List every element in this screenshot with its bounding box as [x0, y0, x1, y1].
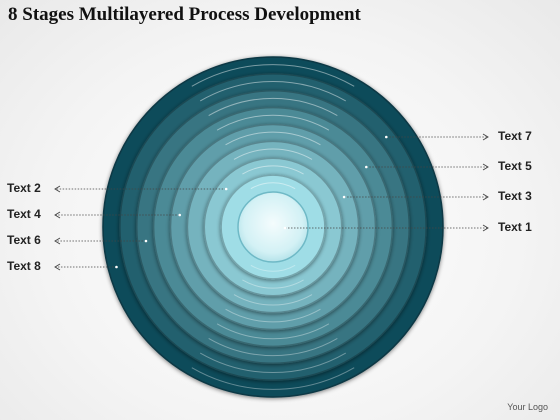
- ring-7-shine-bottom: [199, 352, 347, 374]
- arrowhead-stage-3: [482, 193, 489, 201]
- ring-3-shine-bottom: [233, 294, 313, 306]
- anchor-dot-stage-4: [178, 213, 182, 217]
- arrowhead-stage-5: [482, 163, 489, 171]
- stage-label-3: Text 3: [498, 189, 532, 203]
- arrowhead-stage-2: [54, 185, 61, 193]
- anchor-dot-stage-3: [342, 195, 346, 199]
- ring-6-shine-bottom: [208, 337, 338, 357]
- ring-5-shine-bottom: [216, 323, 330, 340]
- arrowhead-stage-1: [482, 224, 489, 232]
- ring-2-shine-top: [242, 165, 304, 175]
- anchor-dot-stage-6: [144, 239, 148, 243]
- stage-label-4: Text 4: [7, 207, 41, 221]
- ring-8-shine-bottom: [191, 367, 355, 390]
- ring-2-shine-bottom: [242, 279, 304, 289]
- stage-label-5: Text 5: [498, 159, 532, 173]
- arrowhead-stage-7: [482, 133, 489, 141]
- ring-4-shine-top: [225, 131, 321, 146]
- ring-6-shine-top: [208, 97, 338, 117]
- arrowhead-stage-6: [54, 237, 61, 245]
- ring-5-shine-top: [216, 114, 330, 131]
- rings-group: [102, 56, 444, 398]
- anchor-dot-stage-2: [224, 187, 228, 191]
- ring-8-shine-top: [191, 64, 355, 87]
- arrowhead-stage-8: [54, 263, 61, 271]
- stage-label-8: Text 8: [7, 259, 41, 273]
- ring-1-shine-bottom: [250, 264, 296, 272]
- ring-3-shine-top: [233, 148, 313, 160]
- connectors-group: [54, 133, 489, 271]
- stage-label-7: Text 7: [498, 129, 532, 143]
- anchor-dot-stage-8: [115, 265, 118, 269]
- diagram-title: 8 Stages Multilayered Process Developmen…: [8, 4, 361, 25]
- logo-placeholder: Your Logo: [507, 402, 548, 412]
- stage-label-6: Text 6: [7, 233, 41, 247]
- stage-label-1: Text 1: [498, 220, 532, 234]
- stage-label-2: Text 2: [7, 181, 41, 195]
- ring-7-shine-top: [199, 80, 347, 102]
- anchor-dot-stage-5: [365, 165, 368, 169]
- ring-1-shine-top: [250, 182, 296, 190]
- anchor-dot-stage-1: [283, 226, 287, 230]
- ring-4-shine-bottom: [225, 308, 321, 323]
- arrowhead-stage-4: [54, 211, 61, 219]
- anchor-dot-stage-7: [384, 135, 388, 139]
- center-disc: [237, 191, 309, 263]
